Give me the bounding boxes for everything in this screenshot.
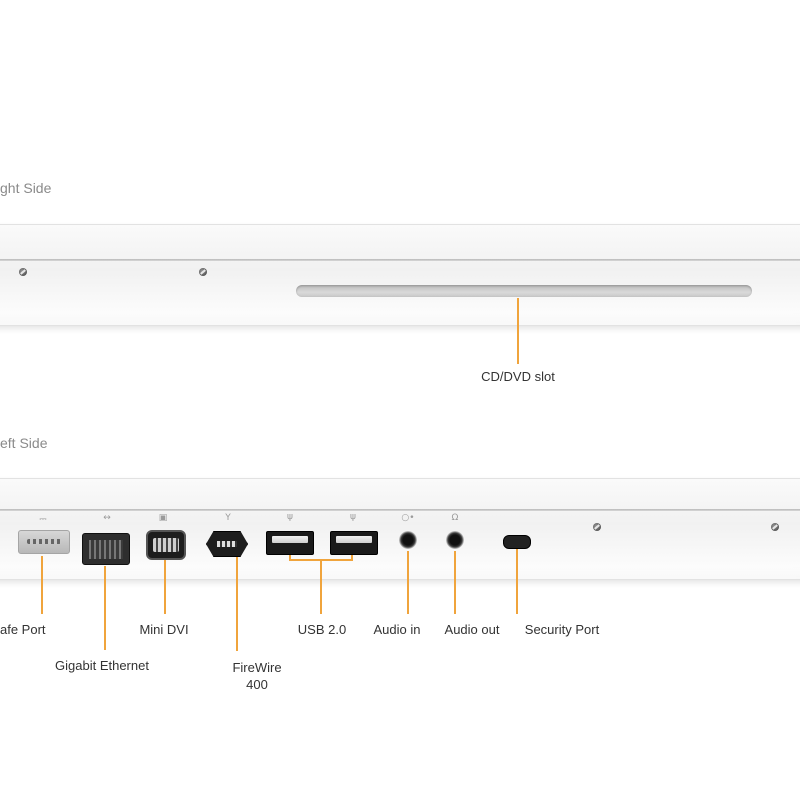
headphones-icon: Ω (451, 513, 459, 523)
firewire-port[interactable] (206, 531, 248, 557)
laptop-right-side (0, 224, 800, 326)
lid-seam (0, 509, 800, 511)
lid-seam (0, 259, 800, 261)
audio-out-port[interactable] (446, 531, 464, 549)
magsafe-label: afe Port (0, 622, 46, 637)
usb-icon: ψ (287, 512, 293, 522)
right-side-title: ght Side (0, 180, 52, 196)
usb-bracket-right (351, 555, 353, 561)
usb-port[interactable] (266, 531, 314, 555)
mini-dvi-leader-line (164, 560, 166, 614)
usb-port[interactable] (330, 531, 378, 555)
magsafe-icon: ⎓ (39, 515, 47, 525)
audio-in-leader-line (407, 551, 409, 614)
firewire-icon: Y (225, 513, 231, 523)
audio-in-port[interactable] (399, 531, 417, 549)
firewire-leader-line (236, 557, 238, 651)
audio-out-label: Audio out (444, 622, 500, 637)
usb-icon: ψ (350, 512, 356, 522)
audio-out-leader-line (454, 551, 456, 614)
security-port[interactable] (503, 535, 531, 549)
usb-tongue (272, 536, 308, 543)
mini-dvi-port[interactable] (146, 530, 186, 560)
firewire-pins (217, 541, 237, 547)
ethernet-label: Gigabit Ethernet (55, 658, 149, 673)
cd-dvd-label: CD/DVD slot (481, 369, 555, 384)
mini-dvi-pins (153, 538, 179, 552)
usb-label: USB 2.0 (297, 622, 347, 637)
left-side-title: eft Side (0, 435, 48, 451)
laptop-left-side (0, 478, 800, 580)
audio-in-icon: ○• (401, 513, 415, 523)
usb-tongue (336, 536, 372, 543)
ethernet-leader-line (104, 566, 106, 650)
audio-in-label: Audio in (373, 622, 421, 637)
usb-leader-line (320, 559, 322, 614)
ethernet-port[interactable] (82, 533, 130, 565)
magsafe-port[interactable] (18, 530, 70, 554)
cd-dvd-leader-line (517, 298, 519, 364)
security-leader-line (516, 549, 518, 614)
screw-icon (771, 523, 779, 531)
usb-bracket-left (289, 555, 291, 561)
cd-dvd-slot[interactable] (296, 285, 752, 297)
screw-icon (199, 268, 207, 276)
screw-icon (593, 523, 601, 531)
firewire-label: FireWire 400 (232, 660, 282, 692)
security-label: Security Port (524, 622, 600, 637)
display-icon: ▣ (158, 513, 168, 523)
magsafe-leader-line (41, 556, 43, 614)
ethernet-icon: ↔ (103, 513, 111, 523)
magsafe-pins (27, 539, 61, 544)
ethernet-pins (89, 540, 123, 559)
mini-dvi-label: Mini DVI (139, 622, 189, 637)
screw-icon (19, 268, 27, 276)
